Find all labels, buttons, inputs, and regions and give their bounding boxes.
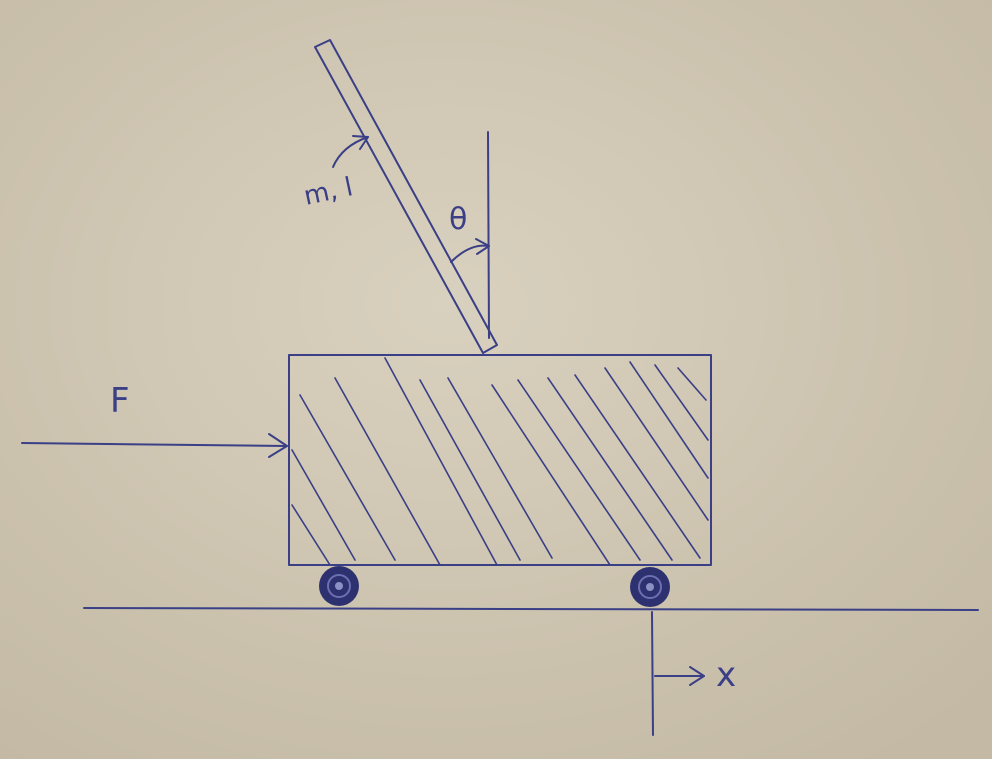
cart-body <box>288 354 712 566</box>
right-wheel <box>630 567 670 607</box>
pendulum-rod <box>314 39 498 354</box>
angle-arc <box>450 244 490 263</box>
reference-line <box>651 611 654 736</box>
cart-hatching <box>291 357 709 565</box>
pendulum-label-pointer <box>332 135 369 168</box>
cart <box>288 354 712 566</box>
vertical-reference-line <box>487 131 490 339</box>
angle-label: θ <box>449 202 467 237</box>
force-arrow <box>21 433 288 458</box>
x-axis-label: x <box>716 655 736 695</box>
angle-arrowhead <box>475 238 490 255</box>
x-axis-arrow <box>654 666 705 686</box>
ground-line <box>83 607 979 611</box>
force-label: F <box>110 381 130 421</box>
left-wheel <box>319 566 359 606</box>
